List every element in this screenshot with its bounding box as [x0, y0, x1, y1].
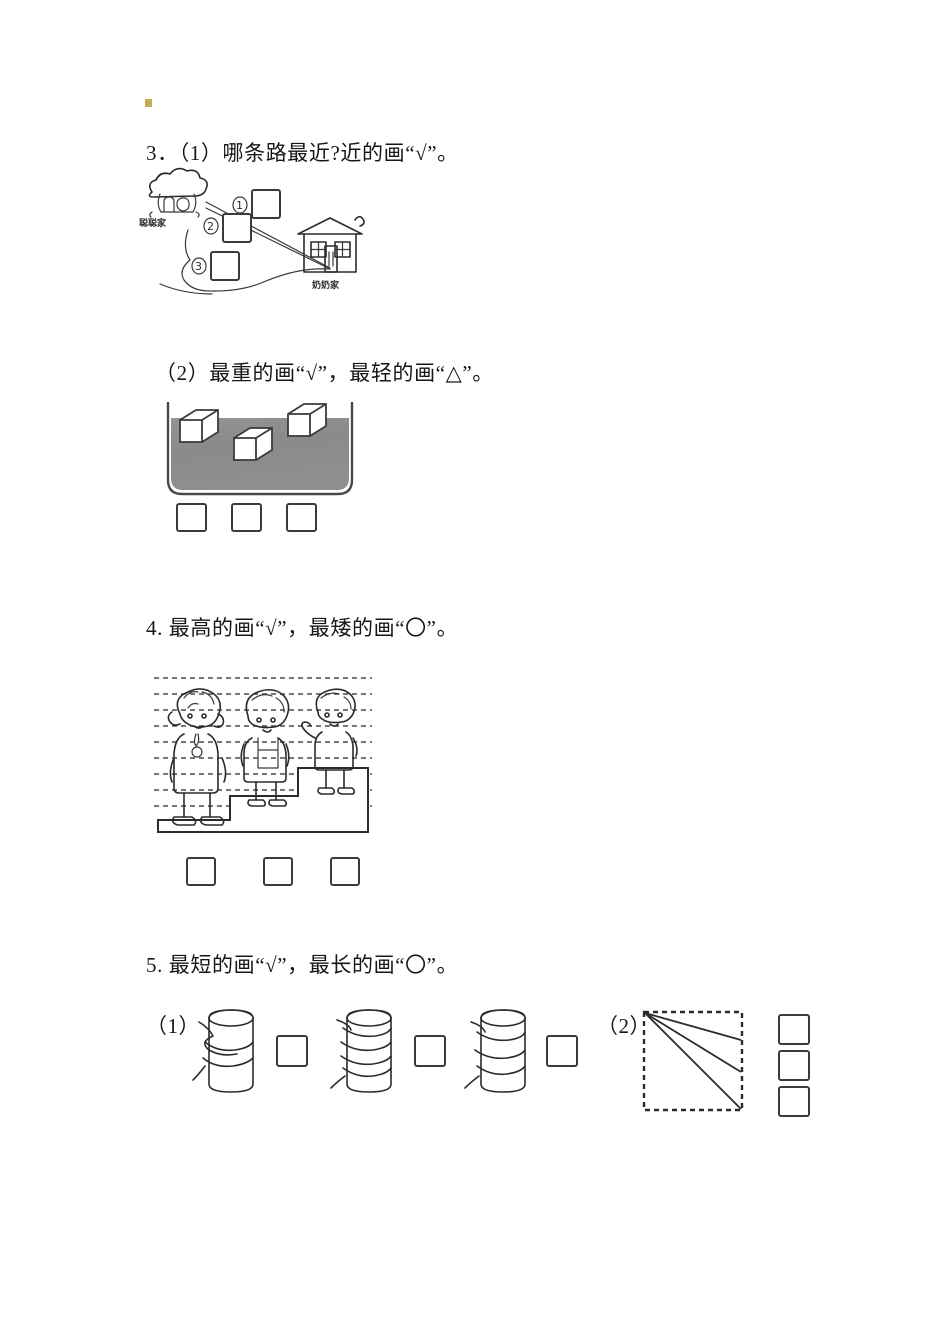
path-route-3	[181, 229, 331, 292]
diagonal-line-3	[644, 1012, 742, 1110]
svg-text:1: 1	[236, 199, 243, 212]
figure-dashed-square-diagonals	[640, 1008, 750, 1118]
cube-left	[179, 409, 219, 443]
figure-paths-map: 聪聪家 奶奶家	[130, 167, 400, 307]
cube-right	[287, 403, 327, 437]
paths-map-svg: 聪聪家 奶奶家	[139, 167, 365, 295]
cylinder-2	[330, 1009, 392, 1093]
answer-box[interactable]	[176, 503, 207, 532]
answer-box[interactable]	[778, 1086, 810, 1117]
answer-box[interactable]	[546, 1035, 578, 1067]
answer-box[interactable]	[263, 857, 293, 886]
answer-box[interactable]	[330, 857, 360, 886]
question-4-text: 4. 最高的画“√”，最矮的画“〇”。	[146, 616, 459, 640]
diagonal-line-1	[644, 1012, 742, 1041]
figure-children-heights	[152, 672, 374, 848]
question-5-part-1-label: （1）	[146, 1014, 200, 1038]
grandma-house-label: 奶奶家	[311, 279, 340, 291]
answer-box[interactable]	[186, 857, 216, 886]
answer-box[interactable]	[778, 1050, 810, 1081]
question-3-part-1-text: 3．（1）哪条路最近?近的画“√”。	[146, 141, 459, 165]
child-center	[240, 688, 290, 807]
cylinder-1	[192, 1009, 254, 1093]
answer-box[interactable]	[231, 503, 262, 532]
figure-water-tank	[160, 396, 360, 541]
answer-box[interactable]	[286, 503, 317, 532]
question-5-part-2-label: （2）	[597, 1014, 651, 1038]
figure-rope-cylinders	[192, 1002, 578, 1112]
answer-box[interactable]	[414, 1035, 446, 1067]
water-tank-svg	[166, 402, 354, 496]
svg-text:2: 2	[207, 220, 214, 233]
answer-box[interactable]	[222, 213, 252, 243]
tank-outline	[166, 402, 354, 496]
svg-text:3: 3	[195, 260, 202, 273]
answer-box[interactable]	[276, 1035, 308, 1067]
congcong-house-icon: 聪聪家	[139, 167, 208, 229]
scan-artifact-mark	[145, 99, 152, 107]
dashed-square-outline	[642, 1010, 744, 1112]
cube-center	[233, 427, 273, 461]
children-heights-svg	[154, 677, 372, 833]
question-3-part-2-text: （2）最重的画“√”，最轻的画“△”。	[155, 361, 494, 385]
question-5-text: 5. 最短的画“√”，最长的画“〇”。	[146, 953, 459, 977]
grandma-house-icon: 奶奶家	[297, 215, 365, 291]
congcong-house-label: 聪聪家	[139, 217, 167, 229]
path-marker-2: 2	[203, 217, 219, 235]
path-route-3-edge	[159, 283, 213, 295]
answer-box[interactable]	[210, 251, 240, 281]
path-marker-3: 3	[191, 257, 207, 275]
answer-box[interactable]	[778, 1014, 810, 1045]
child-right	[301, 688, 358, 795]
path-marker-1: 1	[232, 196, 248, 214]
answer-box[interactable]	[251, 189, 281, 219]
diagonal-line-2	[644, 1012, 742, 1073]
cylinder-3	[464, 1009, 526, 1093]
rope-cylinders-svg	[192, 1009, 578, 1093]
dashed-square-svg	[642, 1010, 744, 1112]
child-left	[167, 688, 227, 826]
